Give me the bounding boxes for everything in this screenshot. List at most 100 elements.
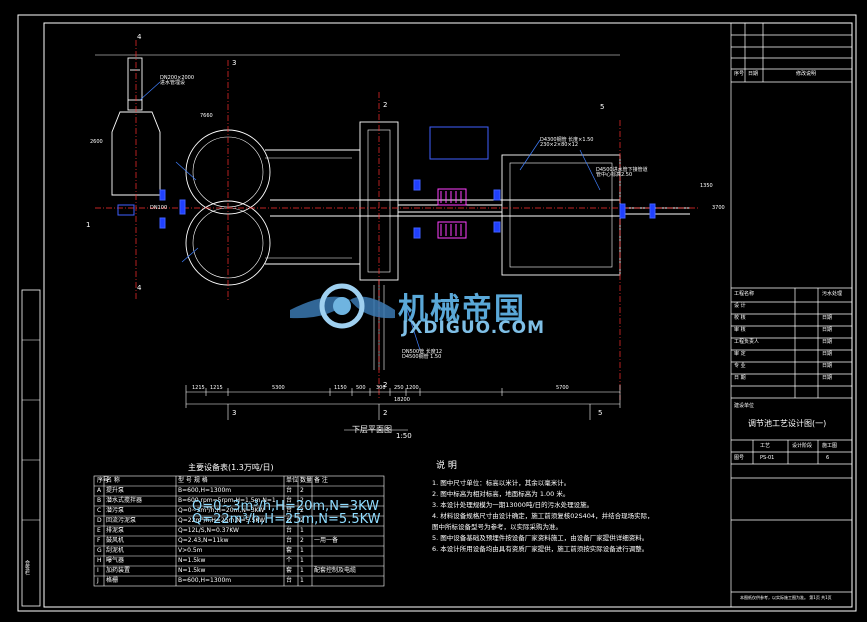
equip-cell: 回流污泥泵 — [106, 517, 137, 524]
equip-cell: B=600,rpm=5rpm,H=1.5m,N=1 — [178, 497, 276, 504]
tb-no-label: 工艺 — [760, 443, 771, 449]
left-stamp-strip — [21, 289, 41, 607]
equip-cell: 台 — [286, 487, 293, 494]
equip-cell: V>0.5m — [178, 547, 203, 554]
tb-row-label: 审 定 — [734, 351, 746, 357]
equip-cell: B=600,H=1300m — [178, 487, 232, 494]
equip-cell: 台 — [286, 497, 293, 504]
axis-label: 4 — [137, 33, 142, 41]
tb-row-label: 日 期 — [734, 375, 746, 381]
dim-top: 7660 — [200, 113, 213, 119]
equip-cell: 2 — [300, 487, 304, 494]
equip-cell: 1 — [300, 527, 304, 534]
equip-cell: 台 — [286, 527, 293, 534]
tb-row-label: 校 核 — [734, 315, 746, 321]
dim: 5300 — [272, 385, 285, 391]
callout-b: D4300钢管 长度×1.50 230×2×80×12 — [540, 137, 594, 148]
equip-cell: 2 — [300, 507, 304, 514]
callout-a: DN200×2000 进水管埋设 — [160, 75, 195, 86]
axis-label: 2 — [383, 101, 388, 109]
equip-cell: 提升泵 — [106, 487, 125, 494]
equip-cell: Q=2.43,N=11kw — [178, 537, 229, 544]
title-block — [730, 23, 852, 607]
tb-label: 日期 — [748, 71, 759, 77]
equip-cell: D — [97, 517, 102, 524]
tb-row-value: 日期 — [822, 339, 833, 345]
axis-label: 1 — [86, 221, 91, 229]
note-item: 2. 图中标高为相对标高，地面标高为 1.00 米。 — [432, 490, 570, 498]
equip-cell: A — [97, 487, 102, 494]
equip-cell: 台 — [286, 537, 293, 544]
tb-row-label: 设 计 — [734, 303, 746, 309]
callout-d: DN500管 长度12 D4500钢管 1.50 — [402, 349, 443, 360]
tb-row-value: 日期 — [822, 375, 833, 381]
tb-no-label: 施工图 — [822, 443, 838, 449]
note-item: 3. 本设计处理规模为一期13000吨/日的污水处理设施。 — [432, 501, 594, 509]
equip-cell: G — [97, 547, 102, 554]
axis-label: 4 — [137, 284, 142, 292]
equip-cell: 潜污泵 — [106, 507, 125, 514]
notes-title: 说 明 — [436, 461, 457, 471]
equip-cell: H — [97, 557, 102, 564]
tb-row-value: 日期 — [822, 327, 833, 333]
equip-header-cell: 序号 — [97, 477, 110, 484]
equip-cell: 潜水式搅拌器 — [106, 497, 143, 504]
equip-cell: 1 — [300, 577, 304, 584]
equip-cell: 一用一备 — [314, 537, 339, 544]
equip-overlay: Q=22m³/h,H=25m,N=5.5KW — [192, 512, 381, 527]
dim: 5700 — [556, 385, 569, 391]
equip-cell: J — [97, 577, 99, 584]
equip-cell: I — [97, 567, 99, 574]
tb-row-value: 污水处理 — [822, 291, 843, 297]
drawing-title: 调节池工艺设计图(一) — [748, 419, 827, 428]
tb-no-label: 设计阶段 — [792, 443, 813, 449]
note-item: 5. 图中设备基础及预埋件按设备厂家资料施工，由设备厂家提供详细资料。 — [432, 534, 649, 542]
equip-cell: F — [97, 537, 101, 544]
dim: 1215 — [210, 385, 223, 391]
equip-header-cell: 单位 — [286, 477, 299, 484]
equip-cell: 配套控制及电缆 — [314, 567, 357, 574]
dim-total: 18200 — [394, 397, 410, 403]
equip-cell: B=600,H=1300m — [178, 577, 232, 584]
equip-header-cell: 备 注 — [314, 477, 328, 484]
dim: 500 — [356, 385, 366, 391]
note-item: 1. 图中尺寸单位：标高以米计，其余以毫米计。 — [432, 479, 571, 487]
bottom-dimension — [185, 385, 621, 408]
watermark-en: JXDIGUO.COM — [402, 318, 546, 338]
dim-right: 3700 — [712, 205, 725, 211]
equip-cell: 2 — [300, 517, 304, 524]
note-item: 图中所标设备型号为参考，以实际采购为准。 — [432, 523, 562, 531]
centre-lines — [95, 40, 700, 400]
tb-no-value: 图号 — [734, 455, 745, 461]
dim: 250 — [394, 385, 404, 391]
equip-cell: 曝气器 — [106, 557, 125, 564]
tb-no-value: PS-01 — [760, 455, 775, 461]
equip-cell: 套 — [286, 567, 293, 574]
dim: 300 — [376, 385, 386, 391]
tb-row-value: 日期 — [822, 315, 833, 321]
tb-row-label: 工程负责人 — [734, 339, 760, 345]
note-item: 4. 材料设备规格尺寸由设计确定，施工前须复核02S404，并结合现场实际， — [432, 512, 654, 520]
tb-row-label: 专 业 — [734, 363, 746, 369]
note-item: 6. 本设计所用设备均由具有资质厂家提供，施工前须按实际设备进行调整。 — [432, 545, 649, 553]
dim: 1200 — [406, 385, 419, 391]
axis-label: 3 — [232, 59, 237, 67]
tb-row-label: 工程名称 — [734, 291, 755, 297]
tb-label: 序号 — [734, 71, 745, 77]
watermark-emblem — [290, 283, 395, 329]
equip-cell: 套 — [286, 547, 293, 554]
callout-c: D4500进水管下接管道 管中心标高2.50 — [596, 167, 648, 178]
equip-cell: Q=22m³/h,H=25m,N=5.5KW — [178, 517, 266, 524]
axis-label: 3 — [232, 409, 237, 417]
valves — [117, 179, 656, 239]
inner-frame — [43, 22, 853, 608]
equip-overlay: Q=0~3m³/h,H=20m,N=3KW — [192, 499, 379, 514]
equip-cell: N=1.5kw — [178, 567, 206, 574]
axis-label: 2 — [383, 409, 388, 417]
tb-no-value: 6 — [826, 455, 830, 461]
equip-cell: 台 — [286, 577, 293, 584]
tb-row-label: 审 核 — [734, 327, 746, 333]
equip-cell: Q=12L/S,N=0.37KW — [178, 527, 239, 534]
watermark-cn: 机械帝国 — [398, 292, 526, 327]
